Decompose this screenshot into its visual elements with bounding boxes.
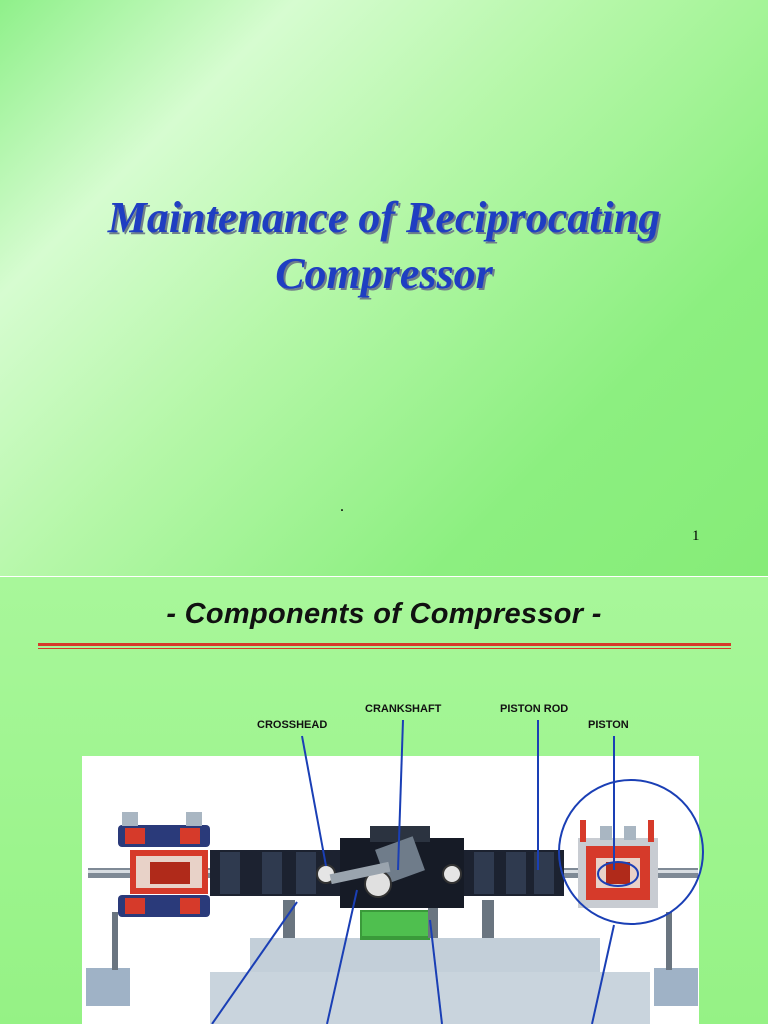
slide-title: Maintenance of Reciprocating Compressor	[0, 190, 768, 302]
label-crosshead: CROSSHEAD	[257, 719, 328, 731]
label-crankshaft: CRANKSHAFT	[365, 703, 442, 715]
piston-callout-ellipse	[597, 861, 639, 887]
crankshaft-callout-line	[397, 719, 404, 871]
crankcase	[329, 826, 464, 908]
components-heading: - Components of Compressor -	[166, 598, 602, 630]
callout-lines	[211, 719, 615, 1024]
crosshead-pin-right	[442, 864, 462, 884]
stray-dot: .	[340, 498, 344, 515]
left-cylinder	[118, 812, 210, 917]
foundation	[86, 910, 698, 1024]
label-piston-rod: PISTON ROD	[500, 703, 569, 715]
slide-title-line2: Compressor	[275, 249, 493, 298]
crosshead-callout-line	[301, 735, 327, 867]
piston-callout-circle	[558, 779, 704, 925]
slide-divider	[0, 576, 768, 577]
label-piston: PISTON	[588, 719, 629, 731]
distance-piece-left	[210, 850, 340, 896]
distance-piece-right	[442, 850, 564, 896]
page-number: 1	[692, 528, 700, 544]
heading-rule-thick	[38, 643, 731, 646]
right-cylinder	[578, 820, 658, 908]
heading-rule-thin	[38, 648, 731, 649]
slide-title-line1: Maintenance of Reciprocating	[107, 193, 661, 242]
title-slide: Maintenance of Reciprocating Compressor …	[0, 0, 768, 576]
